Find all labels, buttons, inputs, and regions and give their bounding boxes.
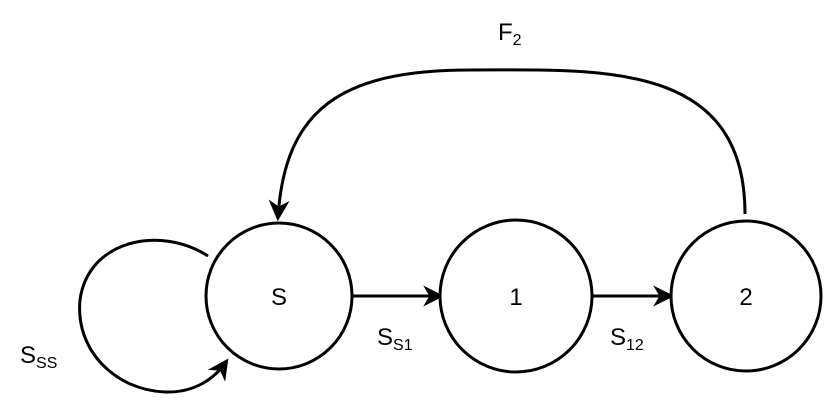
- edge-label-s12: S12: [610, 324, 644, 354]
- node-2-label: 2: [739, 284, 752, 311]
- edge-label-f2: F2: [498, 19, 522, 49]
- edge-2-to-s: [268, 68, 747, 222]
- edge-label-sss: SSS: [20, 342, 57, 372]
- edge-self-loop-s: [78, 238, 229, 394]
- edge-label-ss1: SS1: [377, 324, 413, 354]
- node-2: [669, 219, 823, 373]
- node-s: [204, 221, 354, 371]
- node-1: [438, 218, 594, 374]
- node-1-label: 1: [509, 284, 522, 311]
- node-s-label: S: [271, 284, 287, 311]
